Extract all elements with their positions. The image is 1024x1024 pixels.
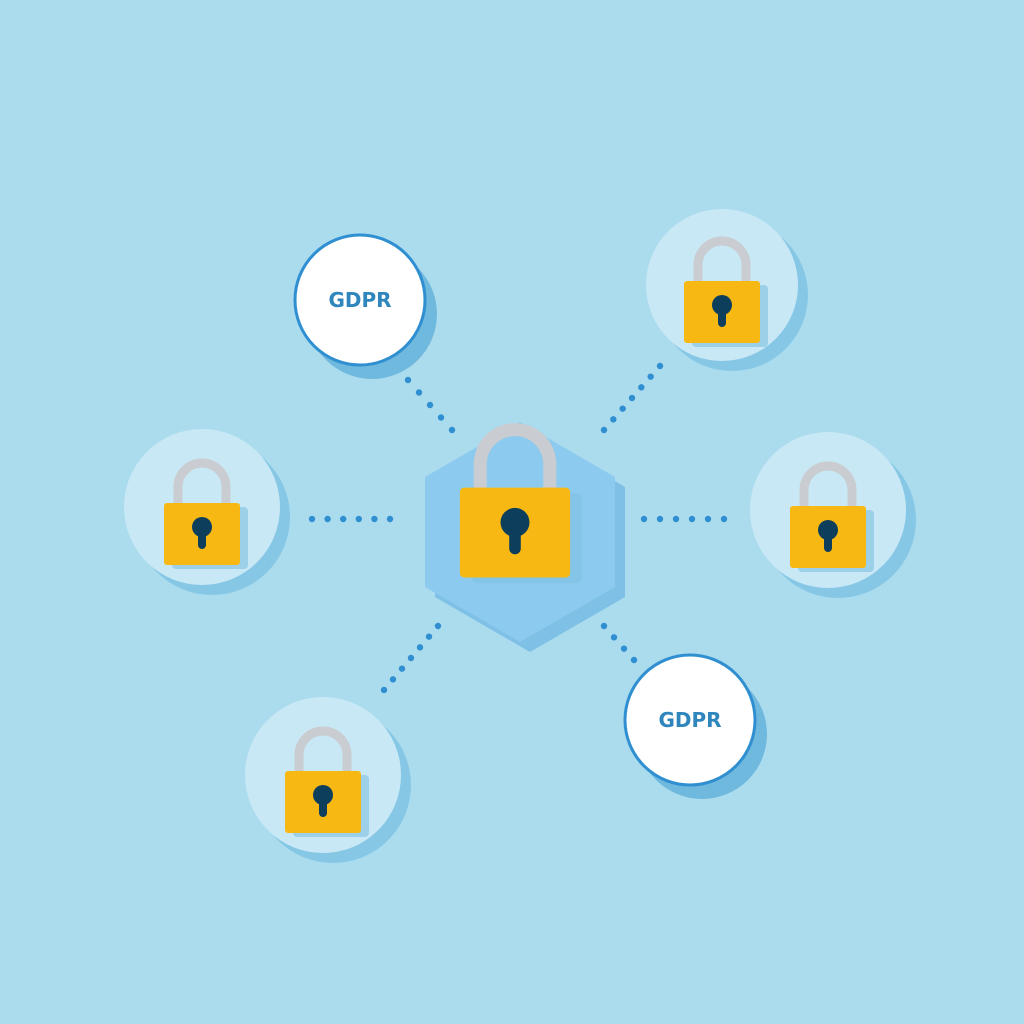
connector-dot <box>656 515 664 523</box>
connector-dot <box>448 426 456 434</box>
connector-dot <box>619 405 626 412</box>
connector-dot <box>386 515 394 523</box>
lock-node <box>750 432 916 598</box>
connector-dot <box>620 645 628 652</box>
connector-dot <box>704 515 712 523</box>
connector-dots <box>308 362 728 694</box>
connector-dot <box>630 656 638 664</box>
connector-dot <box>720 515 728 523</box>
connector-dot <box>426 401 434 409</box>
connector-dot <box>434 622 442 630</box>
connector-dot <box>638 384 645 391</box>
connector-dot <box>672 515 680 523</box>
lock-node <box>646 209 808 371</box>
connector-dot <box>610 416 617 423</box>
lock-node <box>245 697 411 863</box>
connector-dot <box>628 394 636 402</box>
connector-dot <box>416 644 424 651</box>
gdpr-badge: GDPR <box>623 653 767 799</box>
connector-dot <box>610 634 618 641</box>
central-lock-node <box>425 422 625 652</box>
connector-dot <box>389 676 397 683</box>
connector-dot <box>600 622 608 630</box>
connector-dot <box>647 373 654 380</box>
connector-dot <box>407 654 415 662</box>
connector-dot <box>688 515 696 523</box>
connector-dot <box>398 665 406 672</box>
connector-dot <box>425 633 433 640</box>
connector-dot <box>371 515 378 523</box>
connector-dot <box>600 426 608 434</box>
connector-dot <box>380 686 388 694</box>
connector-dot <box>340 515 347 523</box>
connector-dot <box>656 362 664 370</box>
gdpr-badge: GDPR <box>293 233 437 379</box>
connector-dot <box>404 376 412 384</box>
connector-dot <box>308 515 316 523</box>
connector-dot <box>324 515 331 523</box>
connector-dot <box>640 515 648 523</box>
gdpr-label: GDPR <box>658 708 721 732</box>
lock-node <box>124 429 290 595</box>
connector-dot <box>355 515 362 523</box>
connector-dot <box>437 414 445 421</box>
connector-dot <box>415 389 423 396</box>
gdpr-label: GDPR <box>328 288 391 312</box>
